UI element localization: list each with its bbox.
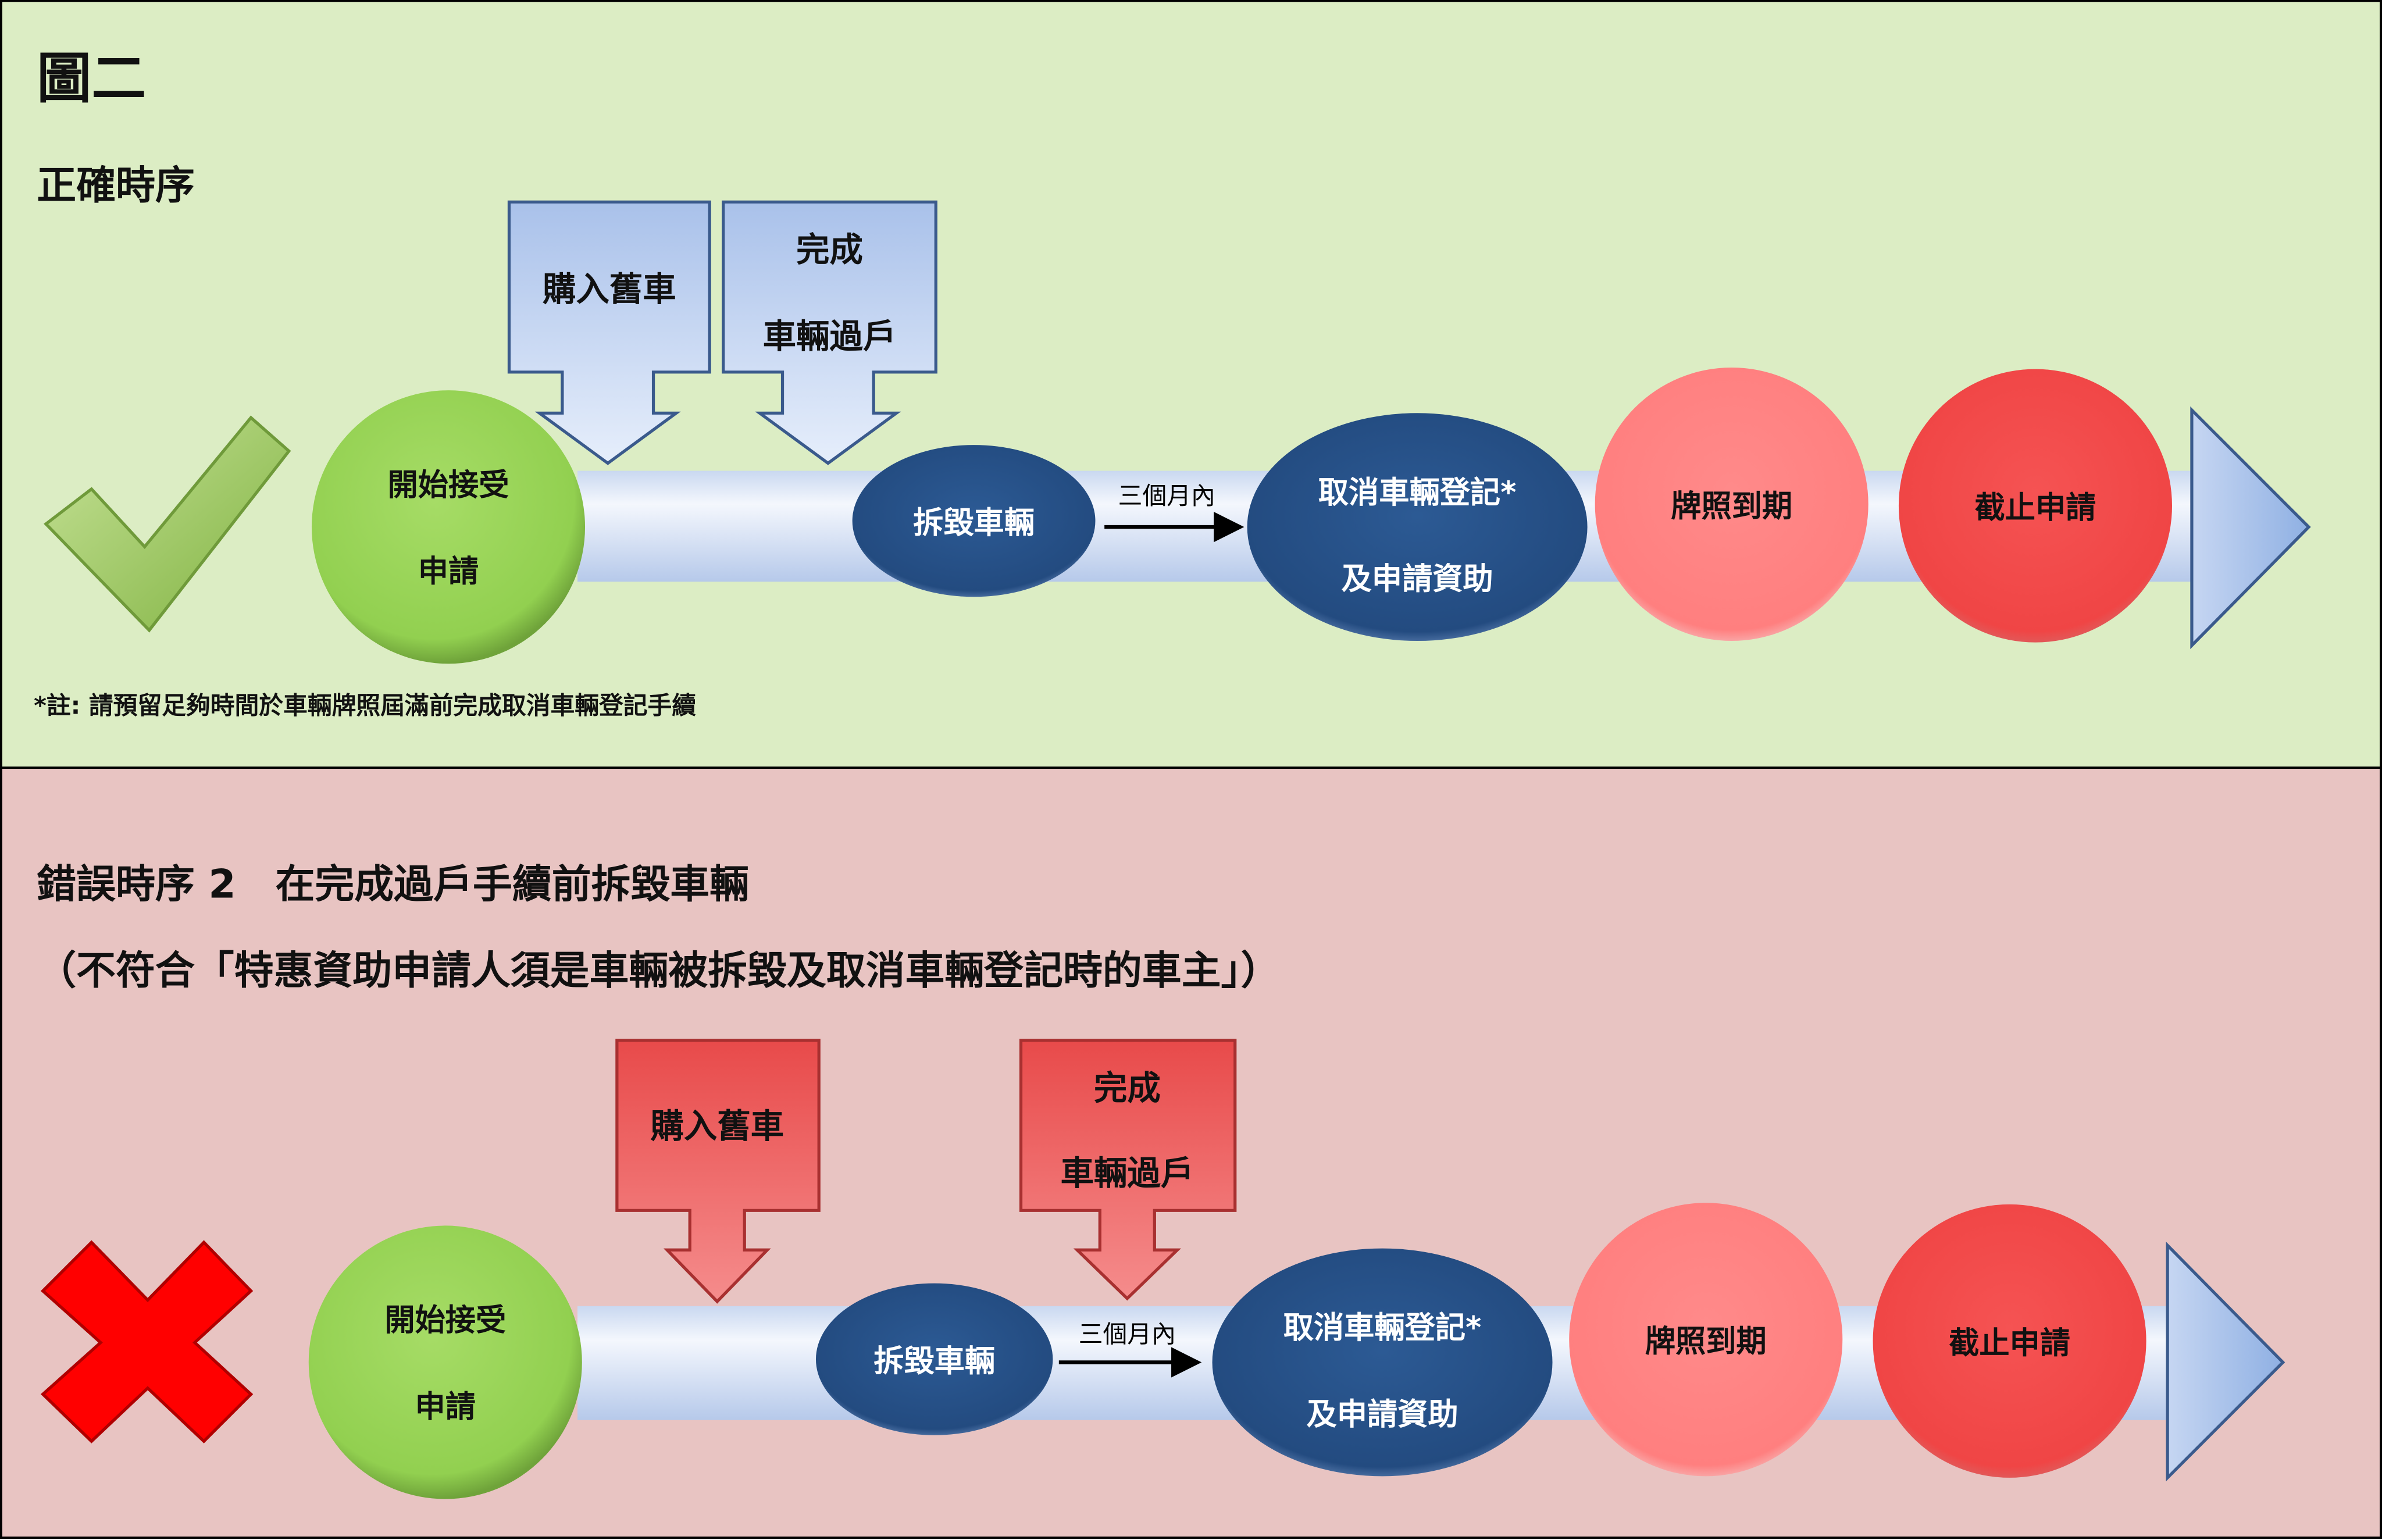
callout-complete-transfer: 完成 車輛過戶 [722,200,937,465]
node-label: 牌照到期 [1671,489,1792,524]
node-licence-expiry: 牌照到期 [1595,367,1868,641]
node-label: 開始接受 [388,468,509,502]
footnote: *註: 請預留足夠時間於車輛牌照屆滿前完成取消車輛登記手續 [34,691,696,719]
node-label: 拆毀車輛 [913,506,1035,541]
node-label: 申請 [415,1389,476,1424]
node-dismantle-vehicle: 拆毀車輛 [815,1283,1053,1435]
callout-label-line1: 完成 [1094,1069,1161,1108]
node-licence-expiry: 牌照到期 [1569,1203,1843,1477]
callout-buy-used-car: 購入舊車 [507,200,711,465]
node-label: 開始接受 [384,1303,506,1338]
section-heading: 錯誤時序 2 在完成過戶手續前拆毀車輛 [37,861,749,907]
section-subheading: （不符合「特惠資助申請人須是車輛被拆毀及取消車輛登記時的車主」） [37,948,1280,994]
node-label: 截止申請 [1949,1326,2070,1361]
wrong-timeline-panel: 錯誤時序 2 在完成過戶手續前拆毀車輛 （不符合「特惠資助申請人須是車輛被拆毀及… [0,767,2382,1539]
callout-complete-transfer: 完成 車輛過戶 [1019,1039,1237,1301]
node-application-deadline: 截止申請 [1873,1204,2146,1478]
cross-icon [40,1240,254,1443]
node-label: 及申請資助 [1342,562,1493,597]
node-label: 取消車輛登記* [1283,1311,1482,1346]
node-dismantle-vehicle: 拆毀車輛 [852,445,1096,597]
callout-label: 購入舊車 [543,270,676,309]
callout-label-line1: 完成 [796,230,863,269]
callout-label: 購入舊車 [650,1107,784,1146]
section-heading: 正確時序 [37,163,194,209]
node-cancel-registration: 取消車輛登記* 及申請資助 [1247,413,1588,641]
node-label: 截止申請 [1975,491,2096,526]
node-label: 取消車輛登記* [1318,475,1517,510]
node-label: 牌照到期 [1645,1324,1767,1359]
node-start-application: 開始接受 申請 [308,1225,582,1499]
node-label: 及申請資助 [1306,1398,1458,1432]
figure-title: 圖二 [37,47,146,110]
node-cancel-registration: 取消車輛登記* 及申請資助 [1212,1248,1553,1477]
timeline-arrowhead-icon [2166,1242,2285,1482]
node-label: 拆毀車輛 [873,1344,995,1379]
node-start-application: 開始接受 申請 [311,390,586,664]
node-label: 申請 [418,554,479,589]
node-application-deadline: 截止申請 [1898,369,2172,643]
within-three-months-label: 三個月內 [1118,482,1215,510]
callout-buy-used-car: 購入舊車 [615,1039,821,1304]
checkmark-icon [44,415,291,633]
within-three-months-label: 三個月內 [1079,1320,1176,1349]
callout-label-line2: 車輛過戶 [763,317,897,356]
callout-label-line2: 車輛過戶 [1060,1154,1194,1193]
correct-timeline-panel: 圖二 正確時序 購入舊車 完成 車輛過戶 開始接受 申請 拆毀車輛 三個月內 取… [0,0,2382,769]
timeline-arrowhead-icon [2190,406,2311,650]
